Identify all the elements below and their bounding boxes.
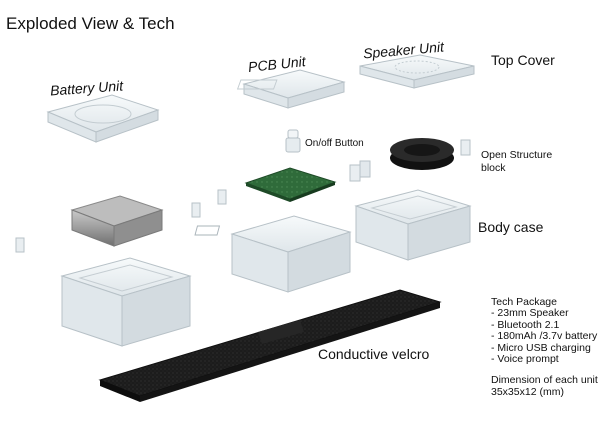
- dimension-value: 35x35x12 (mm): [491, 385, 564, 398]
- onoff-button-label: On/off Button: [305, 138, 364, 149]
- tech-heading: Tech Package: [491, 296, 557, 308]
- velcro-strip: [98, 289, 442, 402]
- battery-block: [70, 195, 164, 247]
- tech-package-list: Tech Package - 23mm Speaker - Bluetooth …: [491, 296, 598, 398]
- onoff-button-part: [285, 129, 301, 153]
- pcb-unit-cover: [236, 69, 346, 109]
- battery-unit-cover: [46, 94, 160, 143]
- open-structure-label: Open Structure block: [481, 149, 553, 174]
- body-case-right: [354, 189, 472, 261]
- speaker-driver: [390, 138, 454, 170]
- body-case-label: Body case: [478, 219, 544, 235]
- dimension-label: Dimension of each unit: [491, 374, 598, 387]
- body-case-middle: [194, 215, 352, 293]
- conductive-velcro-label: Conductive velcro: [318, 346, 430, 362]
- speaker-unit-cover: [359, 54, 475, 89]
- page-title: Exploded View & Tech: [6, 14, 175, 33]
- tech-item: - 180mAh /3.7v battery: [491, 330, 598, 343]
- clip-parts: [15, 139, 471, 253]
- tech-item: - Voice prompt: [491, 353, 559, 366]
- tech-item: - 23mm Speaker: [491, 307, 569, 320]
- tech-item: - Bluetooth 2.1: [491, 318, 560, 331]
- body-case-left: [60, 257, 192, 347]
- pcb-board: [244, 167, 337, 202]
- top-cover-label: Top Cover: [491, 52, 555, 68]
- tech-item: - Micro USB charging: [491, 341, 591, 354]
